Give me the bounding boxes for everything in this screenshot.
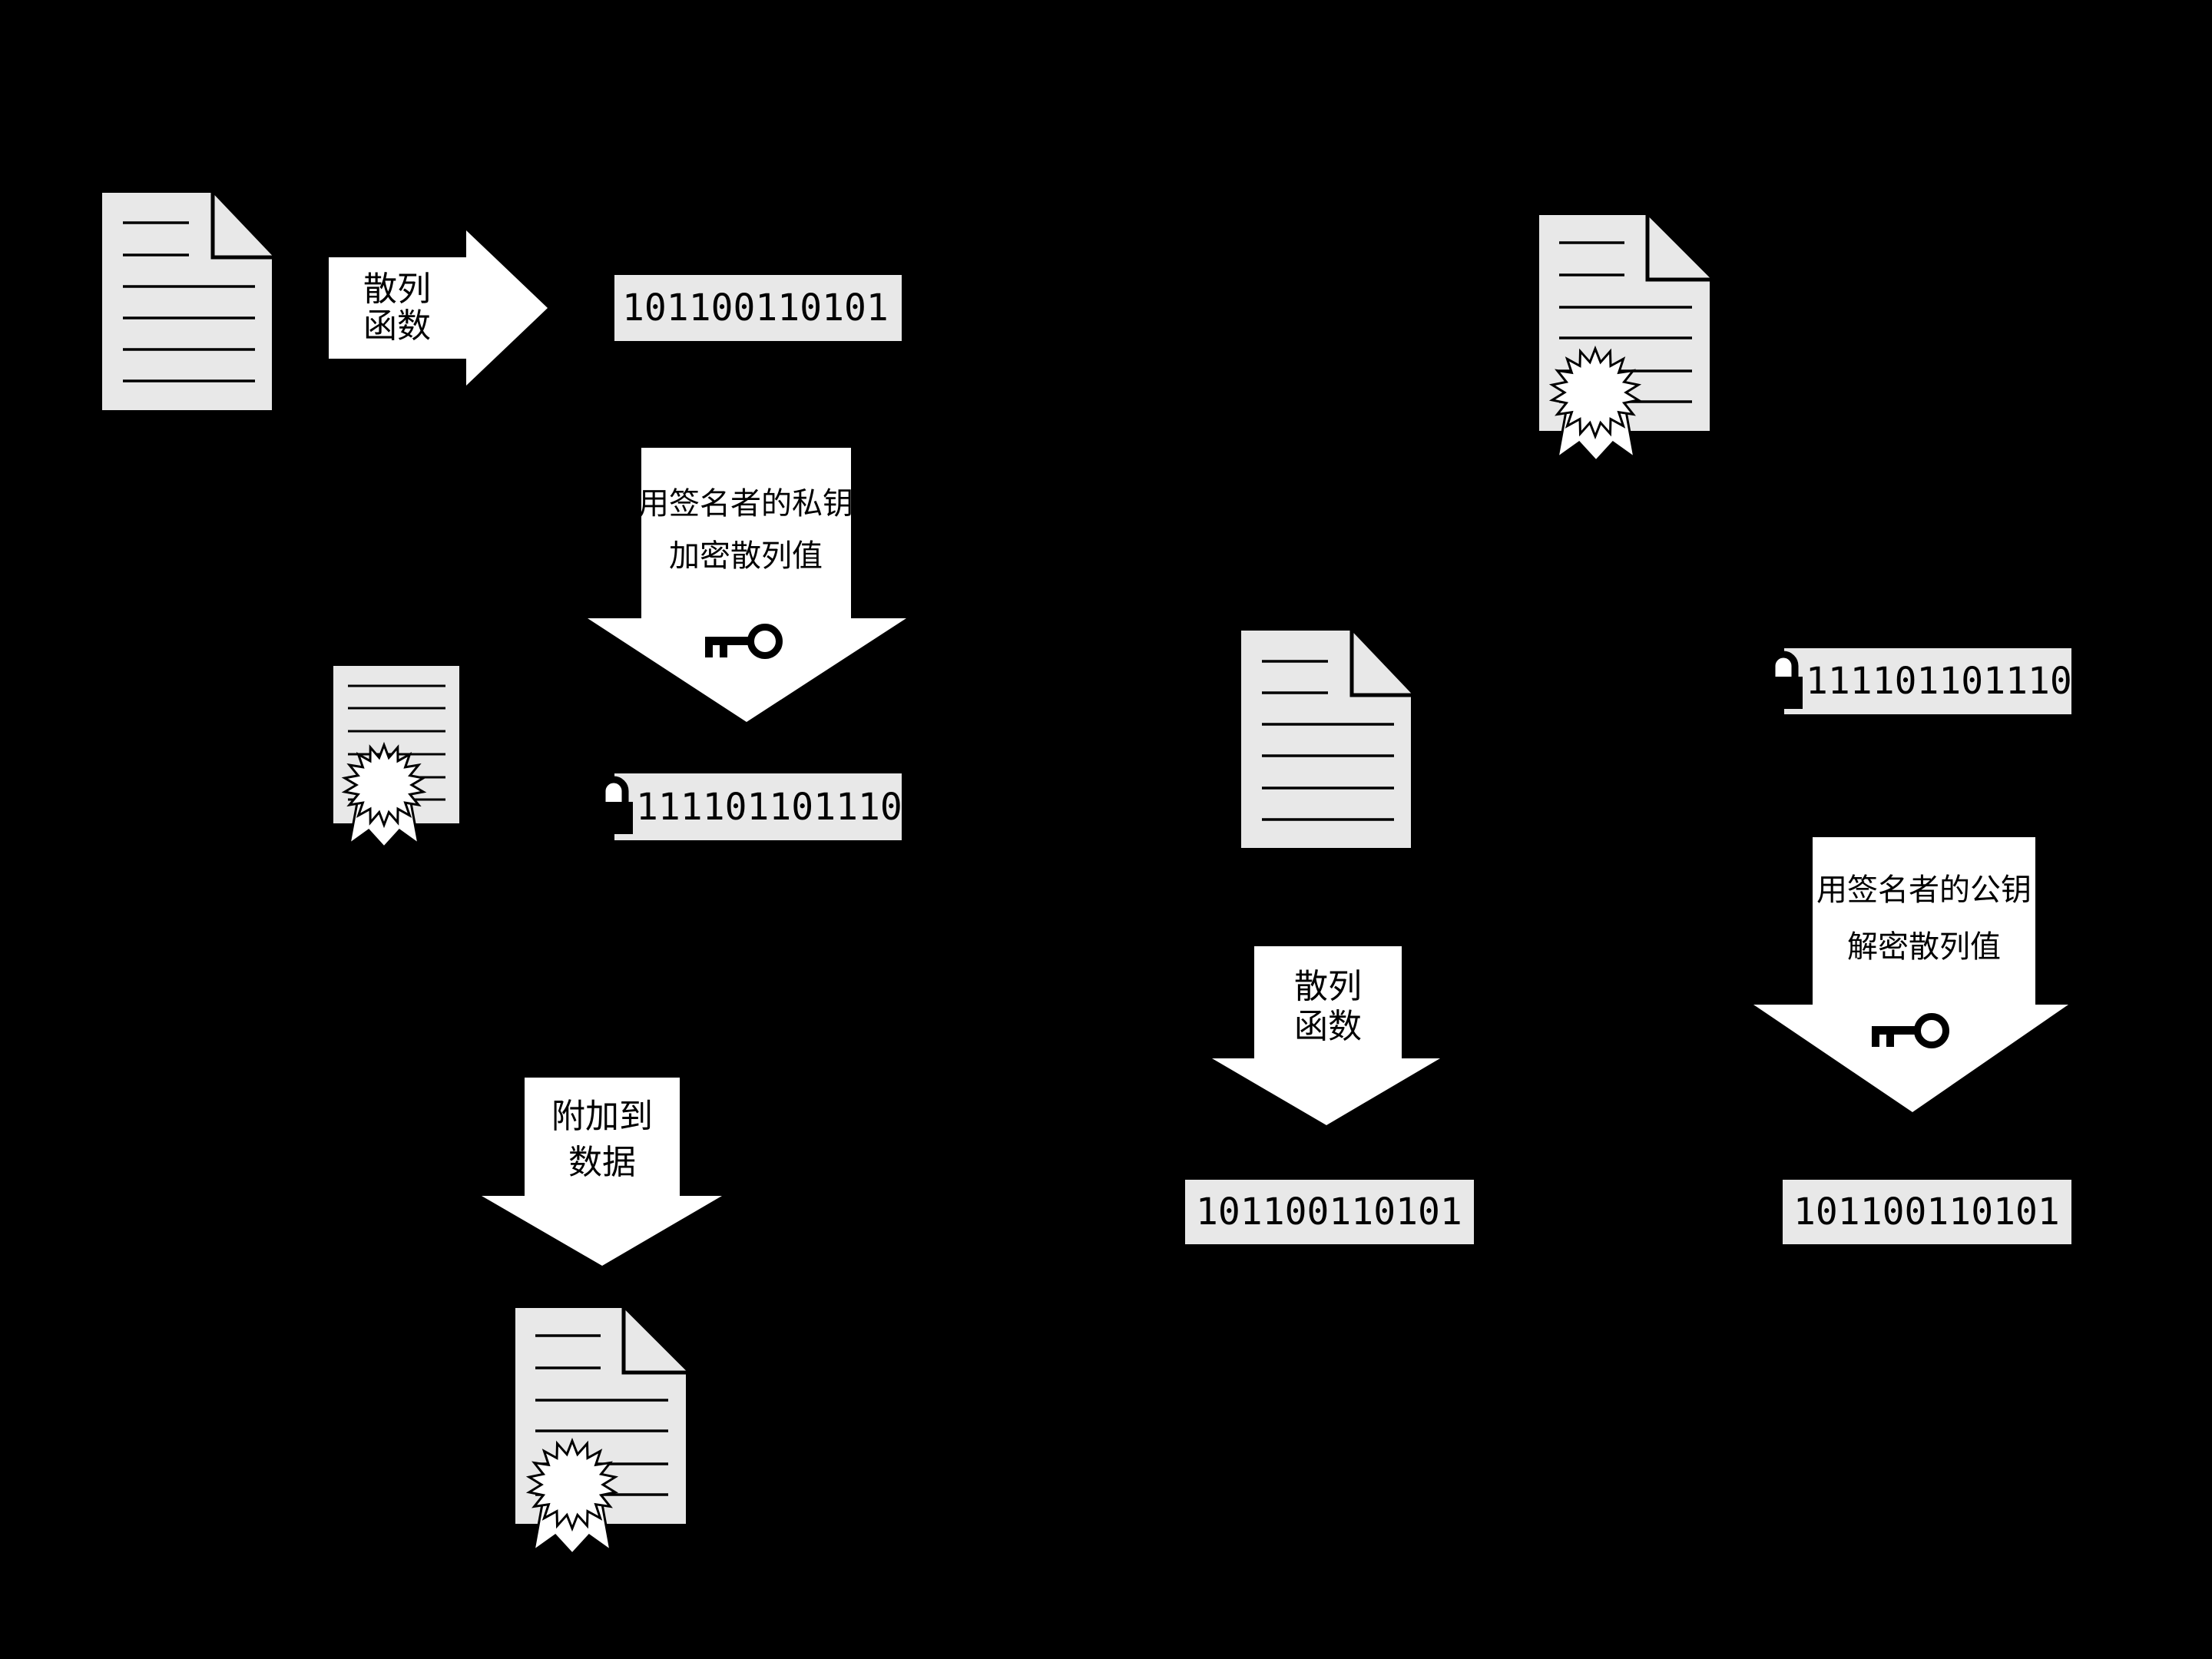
hash-value-box: 101100110101 [612,273,904,343]
seal-icon [1548,345,1642,440]
document-text-lines [1262,660,1394,821]
signed-document-icon [514,1305,691,1556]
signature-value-box: 111101101110 [612,771,904,843]
hash-function-label-line2: 函数 [1294,1007,1362,1046]
decrypt-public-key-label-line2: 解密散列值 [1847,929,2001,965]
append-arrow-icon [482,1078,722,1266]
hash-function-label-line1: 散列 [363,270,431,309]
signature-value-text: 111101101110 [636,785,902,829]
document-icon [1240,628,1416,849]
hash-function-arrow-icon [1212,946,1440,1125]
hash-function-label: 散列 函数 [1259,967,1397,1047]
hash-value-box: 101100110101 [1183,1177,1476,1247]
seal-icon [525,1437,619,1532]
encrypt-private-key-label-line2: 加密散列值 [669,538,823,574]
document-text-lines [123,221,255,382]
decrypt-arrow-icon [1753,837,2068,1112]
signed-document-icon [1538,212,1715,463]
append-data-label-line2: 数据 [568,1143,636,1182]
append-data-label: 附加到 数据 [525,1094,679,1186]
hash-function-label-line1: 散列 [1294,967,1362,1006]
hash-function-label: 散列 函数 [328,271,466,345]
signature-certificate-icon [332,664,461,849]
encrypt-private-key-label-line1: 用签名者的私钥 [638,486,853,522]
hash-value-text: 101100110101 [622,286,889,329]
key-icon [1872,1013,1949,1048]
signature-value-text: 111101101110 [1806,660,2072,703]
encrypt-arrow-icon [588,448,906,722]
seal-icon [341,741,427,829]
key-icon [705,624,783,659]
hash-value-text: 101100110101 [1793,1190,2060,1233]
hash-value-box: 101100110101 [1780,1177,2074,1247]
append-data-label-line1: 附加到 [551,1097,653,1136]
document-icon [101,190,277,412]
decrypt-public-key-label-line1: 用签名者的公钥 [1816,873,2032,908]
hash-function-label-line2: 函数 [363,306,431,346]
hash-value-text: 101100110101 [1196,1190,1462,1233]
signature-value-box: 111101101110 [1782,646,2074,717]
hash-function-arrow-icon [329,230,548,386]
padlock-icon [1764,651,1803,709]
decrypt-public-key-label: 用签名者的公钥 解密散列值 [1793,862,2055,975]
padlock-icon [594,776,633,834]
encrypt-private-key-label: 用签名者的私钥 加密散列值 [615,478,876,582]
